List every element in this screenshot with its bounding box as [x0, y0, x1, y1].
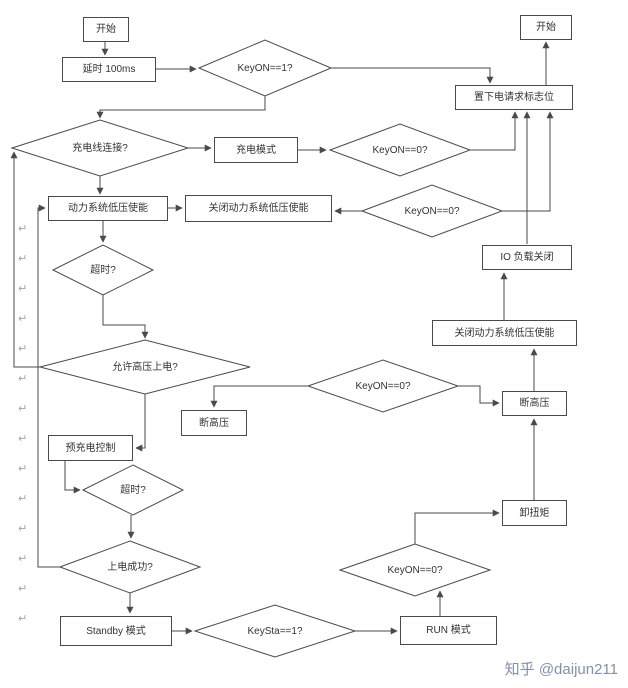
- flow-node-power-on-success-decision: 上电成功?: [60, 541, 200, 593]
- node-label: 预充电控制: [65, 442, 116, 454]
- timeout-decision-2-shape: [81, 464, 185, 516]
- return-mark-icon: ↵: [18, 313, 28, 325]
- flow-node-cut-hv-mid: 断高压: [181, 410, 247, 436]
- margin-return-marks: ↵ ↵ ↵ ↵ ↵ ↵ ↵ ↵ ↵ ↵ ↵ ↵ ↵ ↵: [18, 222, 27, 642]
- flow-node-run-mode: RUN 模式: [400, 616, 497, 645]
- return-mark-icon: ↵: [18, 253, 28, 265]
- flow-node-io-load-off: IO 负载关闭: [482, 245, 572, 270]
- return-mark-icon: ↵: [18, 373, 28, 385]
- flowchart-connectors: [10, 41, 554, 635]
- return-mark-icon: ↵: [18, 433, 28, 445]
- flow-node-keysta-decision: KeySta==1?: [195, 605, 355, 657]
- return-mark-icon: ↵: [18, 283, 28, 295]
- node-label: KeyON==0?: [372, 144, 428, 156]
- keysta-decision-shape: [193, 604, 357, 658]
- charge-line-decision-shape: [10, 119, 190, 177]
- flow-node-unload-torque: 卸扭矩: [502, 500, 567, 526]
- node-label: 充电线连接?: [72, 142, 128, 154]
- flow-node-start-top-right: 开始: [520, 15, 572, 40]
- flow-node-timeout-decision-2: 超时?: [83, 465, 183, 515]
- node-label: 关闭动力系统低压使能: [454, 327, 555, 339]
- node-label: 关闭动力系统低压使能: [208, 203, 309, 214]
- flow-arrow: [37, 204, 60, 568]
- node-label: 延时 100ms: [82, 64, 136, 75]
- node-label: KeyON==0?: [355, 380, 411, 392]
- flow-node-allow-hv-decision: 允许高压上电?: [40, 340, 250, 394]
- flow-arrow: [210, 385, 308, 408]
- flow-node-start-top-left: 开始: [83, 17, 129, 42]
- flow-node-close-lv-enable-right: 关闭动力系统低压使能: [432, 320, 577, 346]
- flow-arrow: [135, 394, 146, 452]
- keyon0-decision-4-shape: [338, 543, 492, 597]
- node-label: KeyON==0?: [404, 205, 460, 217]
- flow-node-charge-line-connected-decision: 充电线连接?: [12, 120, 188, 176]
- node-label: RUN 模式: [426, 625, 471, 636]
- flow-node-lv-enable: 动力系统低压使能: [48, 196, 168, 221]
- return-mark-icon: ↵: [18, 553, 28, 565]
- flow-node-keyon0-decision-3: KeyON==0?: [308, 360, 458, 412]
- return-mark-icon: ↵: [18, 223, 28, 235]
- node-label: 超时?: [120, 484, 146, 496]
- flow-arrow: [64, 461, 81, 494]
- return-mark-icon: ↵: [18, 583, 28, 595]
- node-label: 充电模式: [236, 144, 276, 156]
- flow-arrow: [102, 295, 149, 339]
- node-label: 卸扭矩: [519, 507, 550, 519]
- return-mark-icon: ↵: [18, 343, 28, 355]
- node-label: KeyON==1?: [237, 62, 293, 74]
- node-label: 断高压: [519, 398, 550, 409]
- flow-arrow: [502, 111, 554, 212]
- keyon0-decision-2-shape: [360, 184, 504, 238]
- return-mark-icon: ↵: [18, 463, 28, 475]
- decision-shapes: [10, 39, 504, 658]
- flow-node-keyon0-decision-4: KeyON==0?: [340, 544, 490, 596]
- timeout-decision-1-shape: [51, 244, 155, 296]
- flow-node-close-lv-enable-mid: 关闭动力系统低压使能: [185, 195, 332, 222]
- node-label: 开始: [536, 22, 556, 33]
- keyon0-decision-1-shape: [328, 123, 472, 177]
- keyon1-decision-shape: [197, 39, 333, 97]
- flow-node-charge-mode: 充电模式: [214, 137, 298, 163]
- flow-node-keyon0-decision-2: KeyON==0?: [362, 185, 502, 237]
- flow-node-cut-hv-right: 断高压: [502, 391, 567, 416]
- node-label: 上电成功?: [107, 561, 153, 573]
- flow-node-precharge-control: 预充电控制: [48, 435, 133, 461]
- flow-node-timeout-decision-1: 超时?: [53, 245, 153, 295]
- node-label: 断高压: [199, 417, 229, 429]
- node-label: 超时?: [90, 264, 116, 276]
- node-label: Standby 模式: [86, 625, 146, 637]
- flow-node-standby-mode: Standby 模式: [60, 616, 172, 646]
- return-mark-icon: ↵: [18, 523, 28, 535]
- power-on-success-decision-shape: [58, 540, 202, 594]
- node-label: KeyON==0?: [387, 564, 443, 576]
- node-label: 开始: [96, 24, 116, 35]
- flow-node-set-powerdown-flag: 置下电请求标志位: [455, 85, 573, 110]
- node-label: 允许高压上电?: [112, 361, 178, 373]
- flow-node-keyon0-decision-1: KeyON==0?: [330, 124, 470, 176]
- flow-arrow: [470, 111, 519, 151]
- node-label: 动力系统低压使能: [68, 203, 148, 214]
- allow-hv-decision-shape: [39, 339, 251, 395]
- return-mark-icon: ↵: [18, 403, 28, 415]
- node-label: IO 负载关闭: [500, 252, 554, 263]
- flow-node-delay-100ms: 延时 100ms: [62, 57, 156, 82]
- return-mark-icon: ↵: [18, 613, 28, 625]
- flow-arrow: [414, 509, 500, 544]
- return-mark-icon: ↵: [18, 493, 28, 505]
- flow-arrow: [331, 67, 494, 84]
- flow-arrow: [458, 385, 500, 407]
- zhihu-watermark: 知乎 @daijun211: [504, 661, 618, 678]
- flow-node-keyon1-decision: KeyON==1?: [199, 40, 331, 96]
- node-label: 置下电请求标志位: [474, 92, 554, 103]
- keyon0-decision-3-shape: [306, 359, 460, 413]
- flow-arrow: [10, 151, 40, 368]
- flow-arrow: [96, 96, 266, 119]
- node-label: KeySta==1?: [247, 625, 303, 637]
